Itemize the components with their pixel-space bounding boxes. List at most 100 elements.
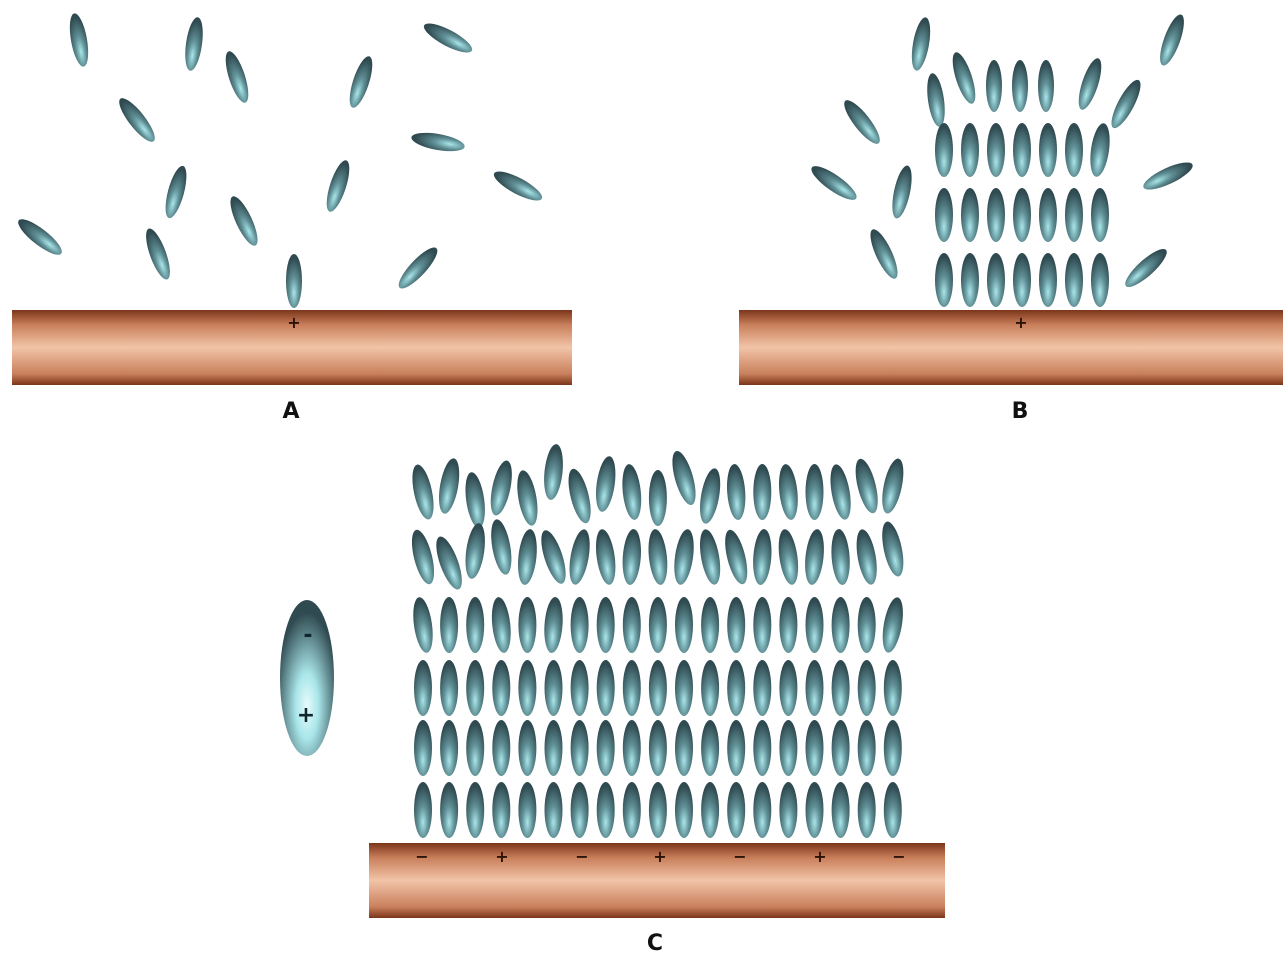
molecule [839,96,885,148]
molecule [466,597,484,653]
molecule [1074,56,1106,112]
molecule [1091,188,1109,242]
molecule [830,528,852,585]
panel-a-molecules [14,12,546,308]
molecule [431,534,467,593]
molecule [806,597,824,653]
molecule [161,164,190,220]
negative-charge: − [733,847,746,866]
molecule [286,254,302,308]
negative-charge: − [415,847,428,866]
molecule [597,660,615,716]
molecule [701,782,719,838]
molecule [646,528,670,586]
molecule [935,123,953,177]
molecule [466,720,484,776]
molecule [623,720,641,776]
molecule [492,782,510,838]
molecule [961,123,979,177]
dipole-negative-charge: - [303,623,312,648]
molecule [753,464,771,520]
molecule [564,467,595,526]
molecule [597,720,615,776]
molecule [1065,253,1083,307]
panel-a-rod-charge: + [287,313,300,332]
molecule [623,782,641,838]
molecule [407,528,438,587]
molecule [623,597,641,653]
molecule [488,518,515,576]
panel-b-electrode-rod [739,310,1283,385]
molecule [753,660,771,716]
molecule [832,782,850,838]
molecule [516,528,540,586]
molecule [779,720,797,776]
molecule [806,464,824,520]
molecule [675,720,693,776]
molecule [114,94,160,146]
molecule [727,660,745,716]
molecule [987,188,1005,242]
molecule [440,782,458,838]
molecule [884,720,902,776]
molecule [701,597,719,653]
molecule [141,226,175,282]
molecule [776,528,802,586]
molecule [727,782,745,838]
molecule [779,782,797,838]
molecule [466,782,484,838]
molecule [545,660,563,716]
panel-c-label: C [647,931,663,954]
molecule [858,660,876,716]
molecule [1038,60,1054,112]
molecule [545,782,563,838]
molecule [827,463,854,521]
molecule [853,528,880,586]
panel-b: + B [739,12,1283,424]
molecule [668,449,701,508]
molecule [1091,253,1109,307]
molecule [675,782,693,838]
molecule [597,597,615,653]
molecule [225,193,262,249]
molecule [571,782,589,838]
molecule [1087,122,1112,178]
molecule [1013,188,1031,242]
panel-a: + A [12,12,572,424]
molecule [806,660,824,716]
dipole-positive-charge: + [297,703,315,728]
molecule [649,720,667,776]
molecule [649,660,667,716]
molecule [1039,123,1057,177]
molecule [884,660,902,716]
molecule [878,457,907,516]
molecule [961,253,979,307]
molecule [884,782,902,838]
molecule [725,463,747,520]
molecule [986,60,1002,112]
panel-c-molecules [407,443,907,838]
molecule [414,782,432,838]
molecule [865,226,902,282]
molecule [620,463,644,521]
molecule [462,522,488,580]
molecule [462,471,488,529]
positive-charge: + [495,847,508,866]
negative-charge: − [892,847,905,866]
molecule [566,528,593,586]
molecule [492,660,510,716]
molecule [1140,157,1196,194]
molecule [851,457,882,516]
molecule [489,596,513,654]
dipole-molecule: - + [280,600,334,756]
molecule [518,782,536,838]
panel-c: −+−+−+− C - + [280,443,945,954]
positive-charge: + [813,847,826,866]
molecule [408,463,437,522]
molecule [518,597,536,653]
molecule [649,782,667,838]
molecule [1039,253,1057,307]
molecule [1065,188,1083,242]
molecule [649,470,667,526]
molecule [1121,244,1172,292]
